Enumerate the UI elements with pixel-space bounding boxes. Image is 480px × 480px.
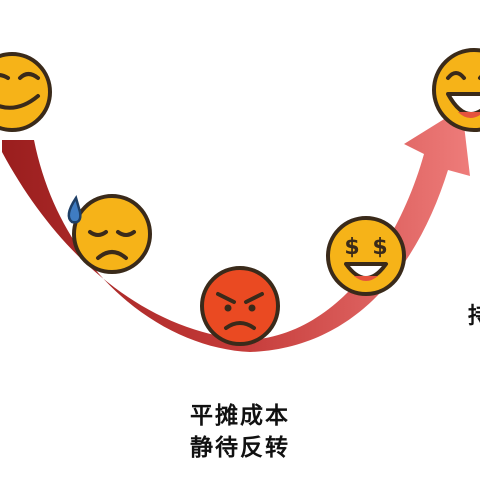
sweat-drop-icon [67, 195, 82, 224]
right-label: 持 [467, 304, 480, 329]
svg-text:$: $ [372, 235, 387, 260]
smirk-emoji-icon [0, 52, 52, 132]
sad-sweat-emoji-icon [67, 194, 152, 274]
svg-text:$: $ [344, 235, 359, 260]
bottom-caption: 平摊成本 静待反转 [0, 400, 480, 464]
caption-line-2: 静待反转 [190, 435, 290, 461]
laughing-emoji-icon [432, 48, 480, 132]
money-eyes-emoji-icon: $ $ [326, 216, 406, 296]
caption-line-1: 平摊成本 [190, 403, 290, 429]
angry-emoji-icon [200, 266, 280, 346]
